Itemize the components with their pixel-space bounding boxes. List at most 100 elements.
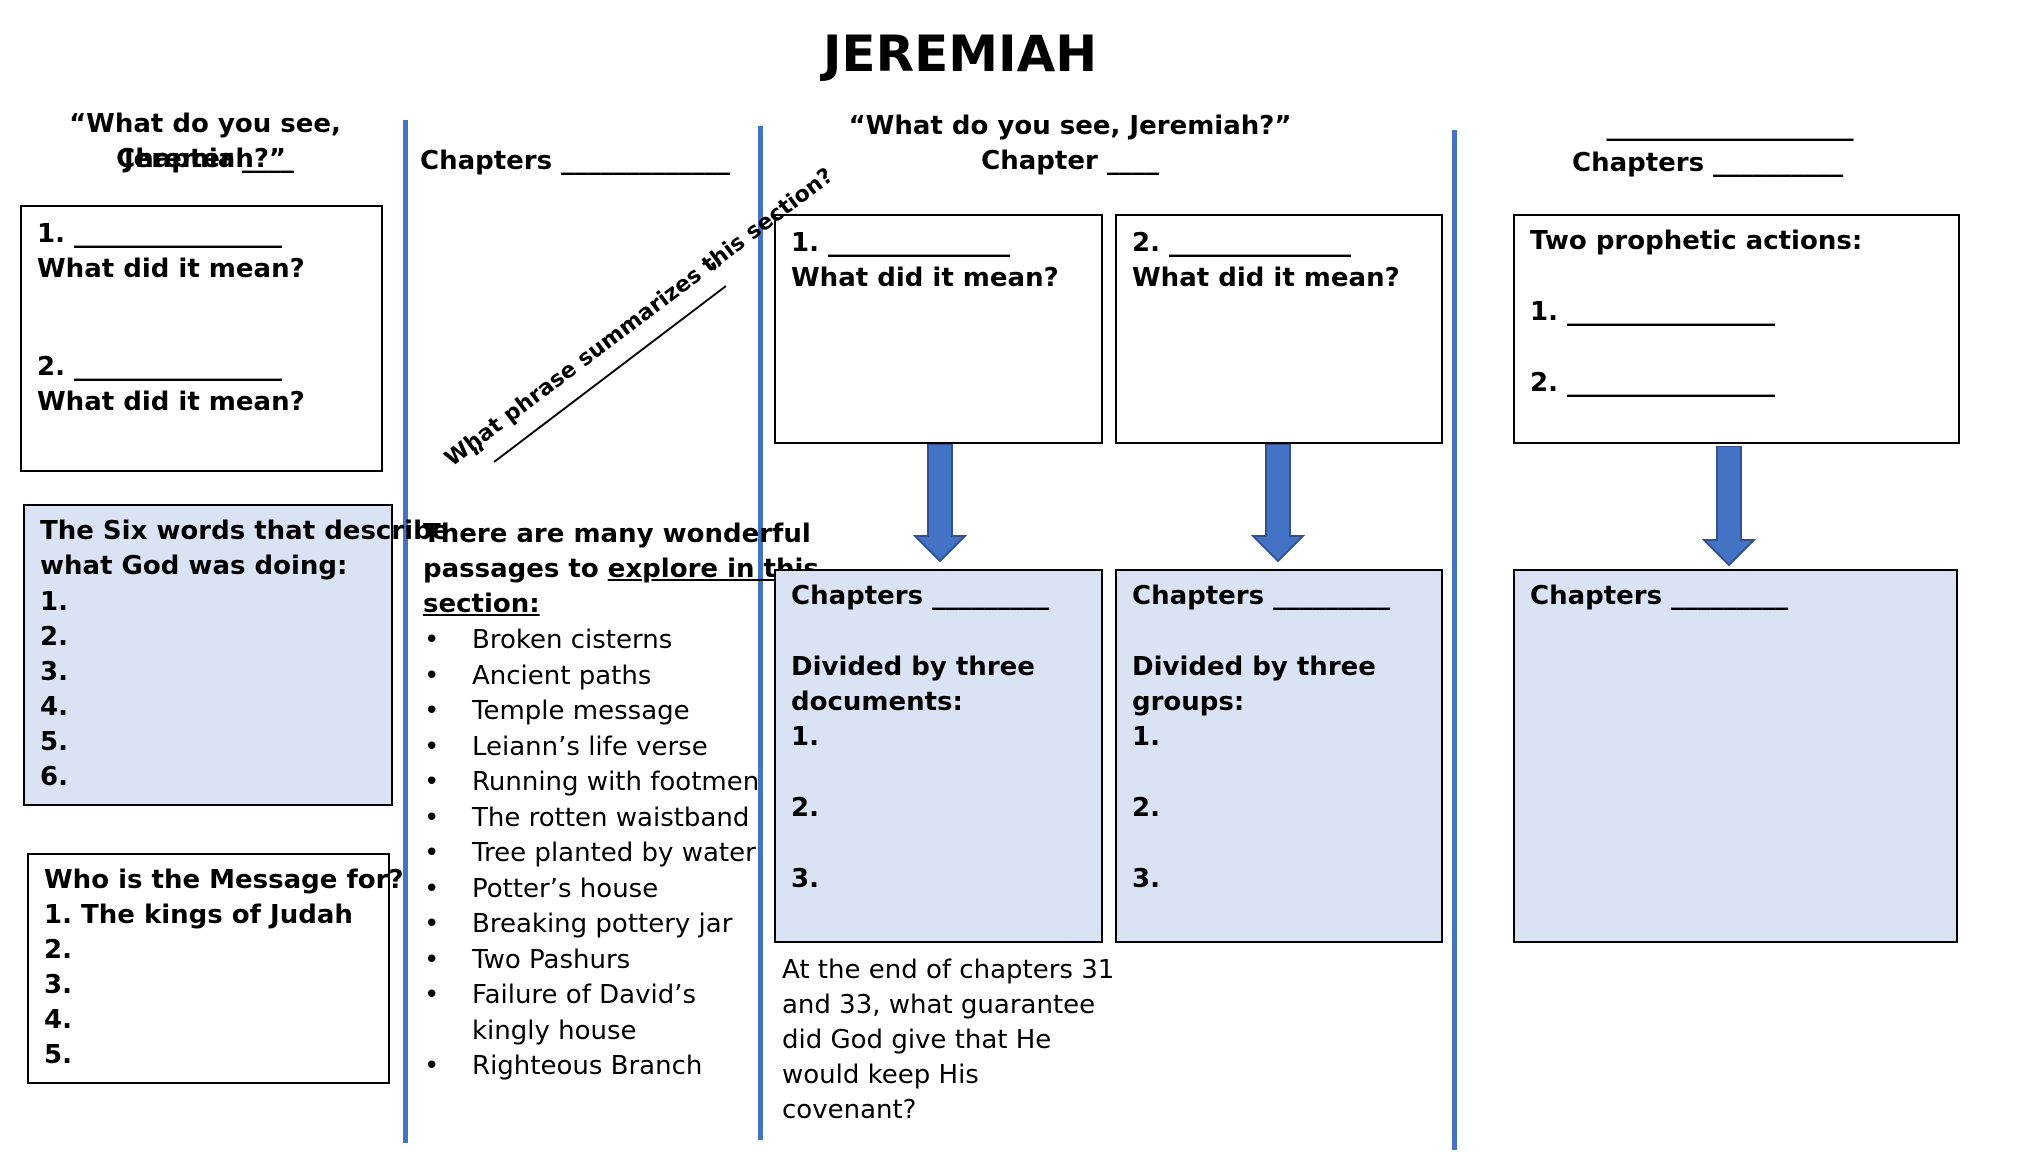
documents-divided-1: Divided by three	[791, 652, 1035, 682]
passages-intro-3: section:	[423, 589, 540, 619]
guarantee-line: and 33, what guarantee	[782, 990, 1096, 1020]
six-words-box: The Six words that describe what God was…	[23, 504, 449, 806]
bullet: •	[424, 767, 440, 797]
bullet: •	[424, 660, 440, 691]
col4-heading-chapters[interactable]: Chapters __________	[1572, 148, 1844, 178]
prophetic-action-2[interactable]: 2. ________________	[1530, 368, 1776, 398]
bullet: •	[424, 1051, 440, 1081]
six-words-title-1: The Six words that describe	[40, 516, 450, 546]
six-words-item[interactable]: 5.	[40, 727, 68, 757]
col2-heading-chapters[interactable]: Chapters _____________	[420, 146, 731, 176]
col3-heading-question: “What do you see, Jeremiah?”	[848, 111, 1292, 141]
six-words-item[interactable]: 3.	[40, 657, 68, 687]
passages-intro-2-plain: passages to	[423, 554, 608, 584]
vision-line-2[interactable]: 2. ________________	[37, 352, 283, 382]
message-item[interactable]: 1. The kings of Judah	[44, 900, 353, 930]
vision-line-1[interactable]: 1. ________________	[37, 219, 283, 249]
list-item: • Failure of David’s kingly house	[424, 978, 764, 1049]
documents-box: Chapters _________ Divided by three docu…	[774, 569, 1103, 943]
passage-label: Ancient paths	[472, 660, 652, 691]
documents-item[interactable]: 1.	[791, 722, 819, 752]
list-item: • Righteous Branch	[424, 1049, 764, 1085]
groups-item[interactable]: 1.	[1132, 722, 1160, 752]
vision-line[interactable]: 1. ______________	[791, 228, 1011, 258]
vision-line[interactable]: 2. ______________	[1132, 228, 1352, 258]
guarantee-line: At the end of chapters 31	[782, 955, 1115, 985]
divider-3	[1452, 130, 1457, 1150]
vision-box-1: 1. ______________ What did it mean?	[774, 214, 1103, 444]
six-words-item[interactable]: 1.	[40, 587, 68, 617]
documents-item[interactable]: 2.	[791, 793, 819, 823]
list-item: • Potter’s house	[424, 872, 764, 908]
message-item[interactable]: 5.	[44, 1040, 72, 1070]
passage-label: Tree planted by water	[472, 838, 756, 868]
vision-question: What did it mean?	[1132, 263, 1400, 293]
passage-label: Potter’s house	[472, 873, 659, 904]
list-item: • Leiann’s life verse	[424, 730, 764, 766]
list-item: • Breaking pottery jar	[424, 907, 764, 943]
bullet: •	[424, 909, 440, 939]
prophetic-action-1[interactable]: 1. ________________	[1530, 297, 1776, 327]
groups-divided-2: groups:	[1132, 687, 1245, 717]
vision-box: 1. ________________ What did it mean? 2.…	[20, 205, 383, 472]
col1-heading-chapter: Chapter ____	[116, 144, 294, 174]
groups-box: Chapters _________ Divided by three grou…	[1115, 569, 1443, 943]
groups-item[interactable]: 2.	[1132, 793, 1160, 823]
summary-phrase-line[interactable]	[400, 200, 760, 480]
prophetic-actions-title: Two prophetic actions:	[1530, 226, 1863, 256]
six-words-item[interactable]: 2.	[40, 622, 68, 652]
six-words-item[interactable]: 6.	[40, 762, 68, 792]
passage-label: Running with footmen	[472, 767, 760, 797]
bullet: •	[424, 731, 440, 762]
documents-divided-2: documents:	[791, 687, 963, 717]
passage-label: Broken cisterns	[472, 625, 673, 655]
vision-question-2: What did it mean?	[37, 387, 305, 417]
message-title: Who is the Message for?	[44, 865, 404, 895]
groups-item[interactable]: 3.	[1132, 864, 1160, 894]
six-words-item[interactable]: 4.	[40, 692, 68, 722]
bullet: •	[424, 696, 440, 726]
col3-heading-chapter: Chapter ____	[981, 146, 1159, 176]
groups-chapters[interactable]: Chapters _________	[1132, 581, 1391, 611]
message-item[interactable]: 3.	[44, 970, 72, 1000]
documents-item[interactable]: 3.	[791, 864, 819, 894]
passage-label: Temple message	[472, 696, 690, 726]
list-item: • Broken cisterns	[424, 623, 764, 659]
documents-chapters[interactable]: Chapters _________	[791, 581, 1050, 611]
vision-question: What did it mean?	[791, 263, 1059, 293]
page-title: JEREMIAH	[822, 25, 1098, 83]
bullet: •	[424, 625, 440, 655]
prophetic-actions-box: Two prophetic actions: 1. ______________…	[1513, 214, 1960, 444]
six-words-title-2: what God was doing:	[40, 551, 348, 581]
passage-label: Breaking pottery jar	[472, 909, 733, 939]
passage-label: The rotten waistband	[472, 802, 750, 833]
list-item: • Running with footmen	[424, 765, 764, 801]
passages-intro-1: There are many wonderful	[423, 519, 811, 549]
message-item[interactable]: 2.	[44, 935, 72, 965]
passages-list: • Broken cisterns • Ancient paths • Temple …	[424, 623, 764, 1085]
divider-1	[403, 120, 408, 1143]
message-item[interactable]: 4.	[44, 1005, 72, 1035]
passages-intro-2: passages to explore in this	[423, 552, 819, 587]
groups-divided-1: Divided by three	[1132, 652, 1376, 682]
vision-question-1: What did it mean?	[37, 254, 305, 284]
col4-heading-blank[interactable]: ___________________	[1606, 112, 1854, 142]
divider-2	[758, 126, 763, 1140]
message-box: Who is the Message for? 1. The kings of …	[27, 853, 404, 1084]
col4-chapters-box: Chapters _________	[1513, 569, 1958, 943]
bullet: •	[424, 873, 440, 904]
passage-label: Leiann’s life verse	[472, 731, 708, 762]
guarantee-line: did God give that He	[782, 1025, 1052, 1055]
guarantee-line: covenant?	[782, 1095, 917, 1125]
down-arrow-icon	[913, 444, 967, 562]
list-item: • Ancient paths	[424, 659, 764, 695]
col1-heading-question: “What do you see, Jeremiah?”	[69, 109, 341, 174]
passage-label: Failure of David’s kingly house	[472, 980, 697, 1046]
passage-label: Righteous Branch	[472, 1051, 703, 1081]
bullet: •	[424, 980, 440, 1010]
bullet: •	[424, 944, 440, 975]
list-item: •The rotten waistband	[424, 801, 764, 837]
col4-chapters-label[interactable]: Chapters _________	[1530, 581, 1789, 611]
bullet: •	[424, 838, 440, 868]
guarantee-line: would keep His	[782, 1060, 979, 1090]
